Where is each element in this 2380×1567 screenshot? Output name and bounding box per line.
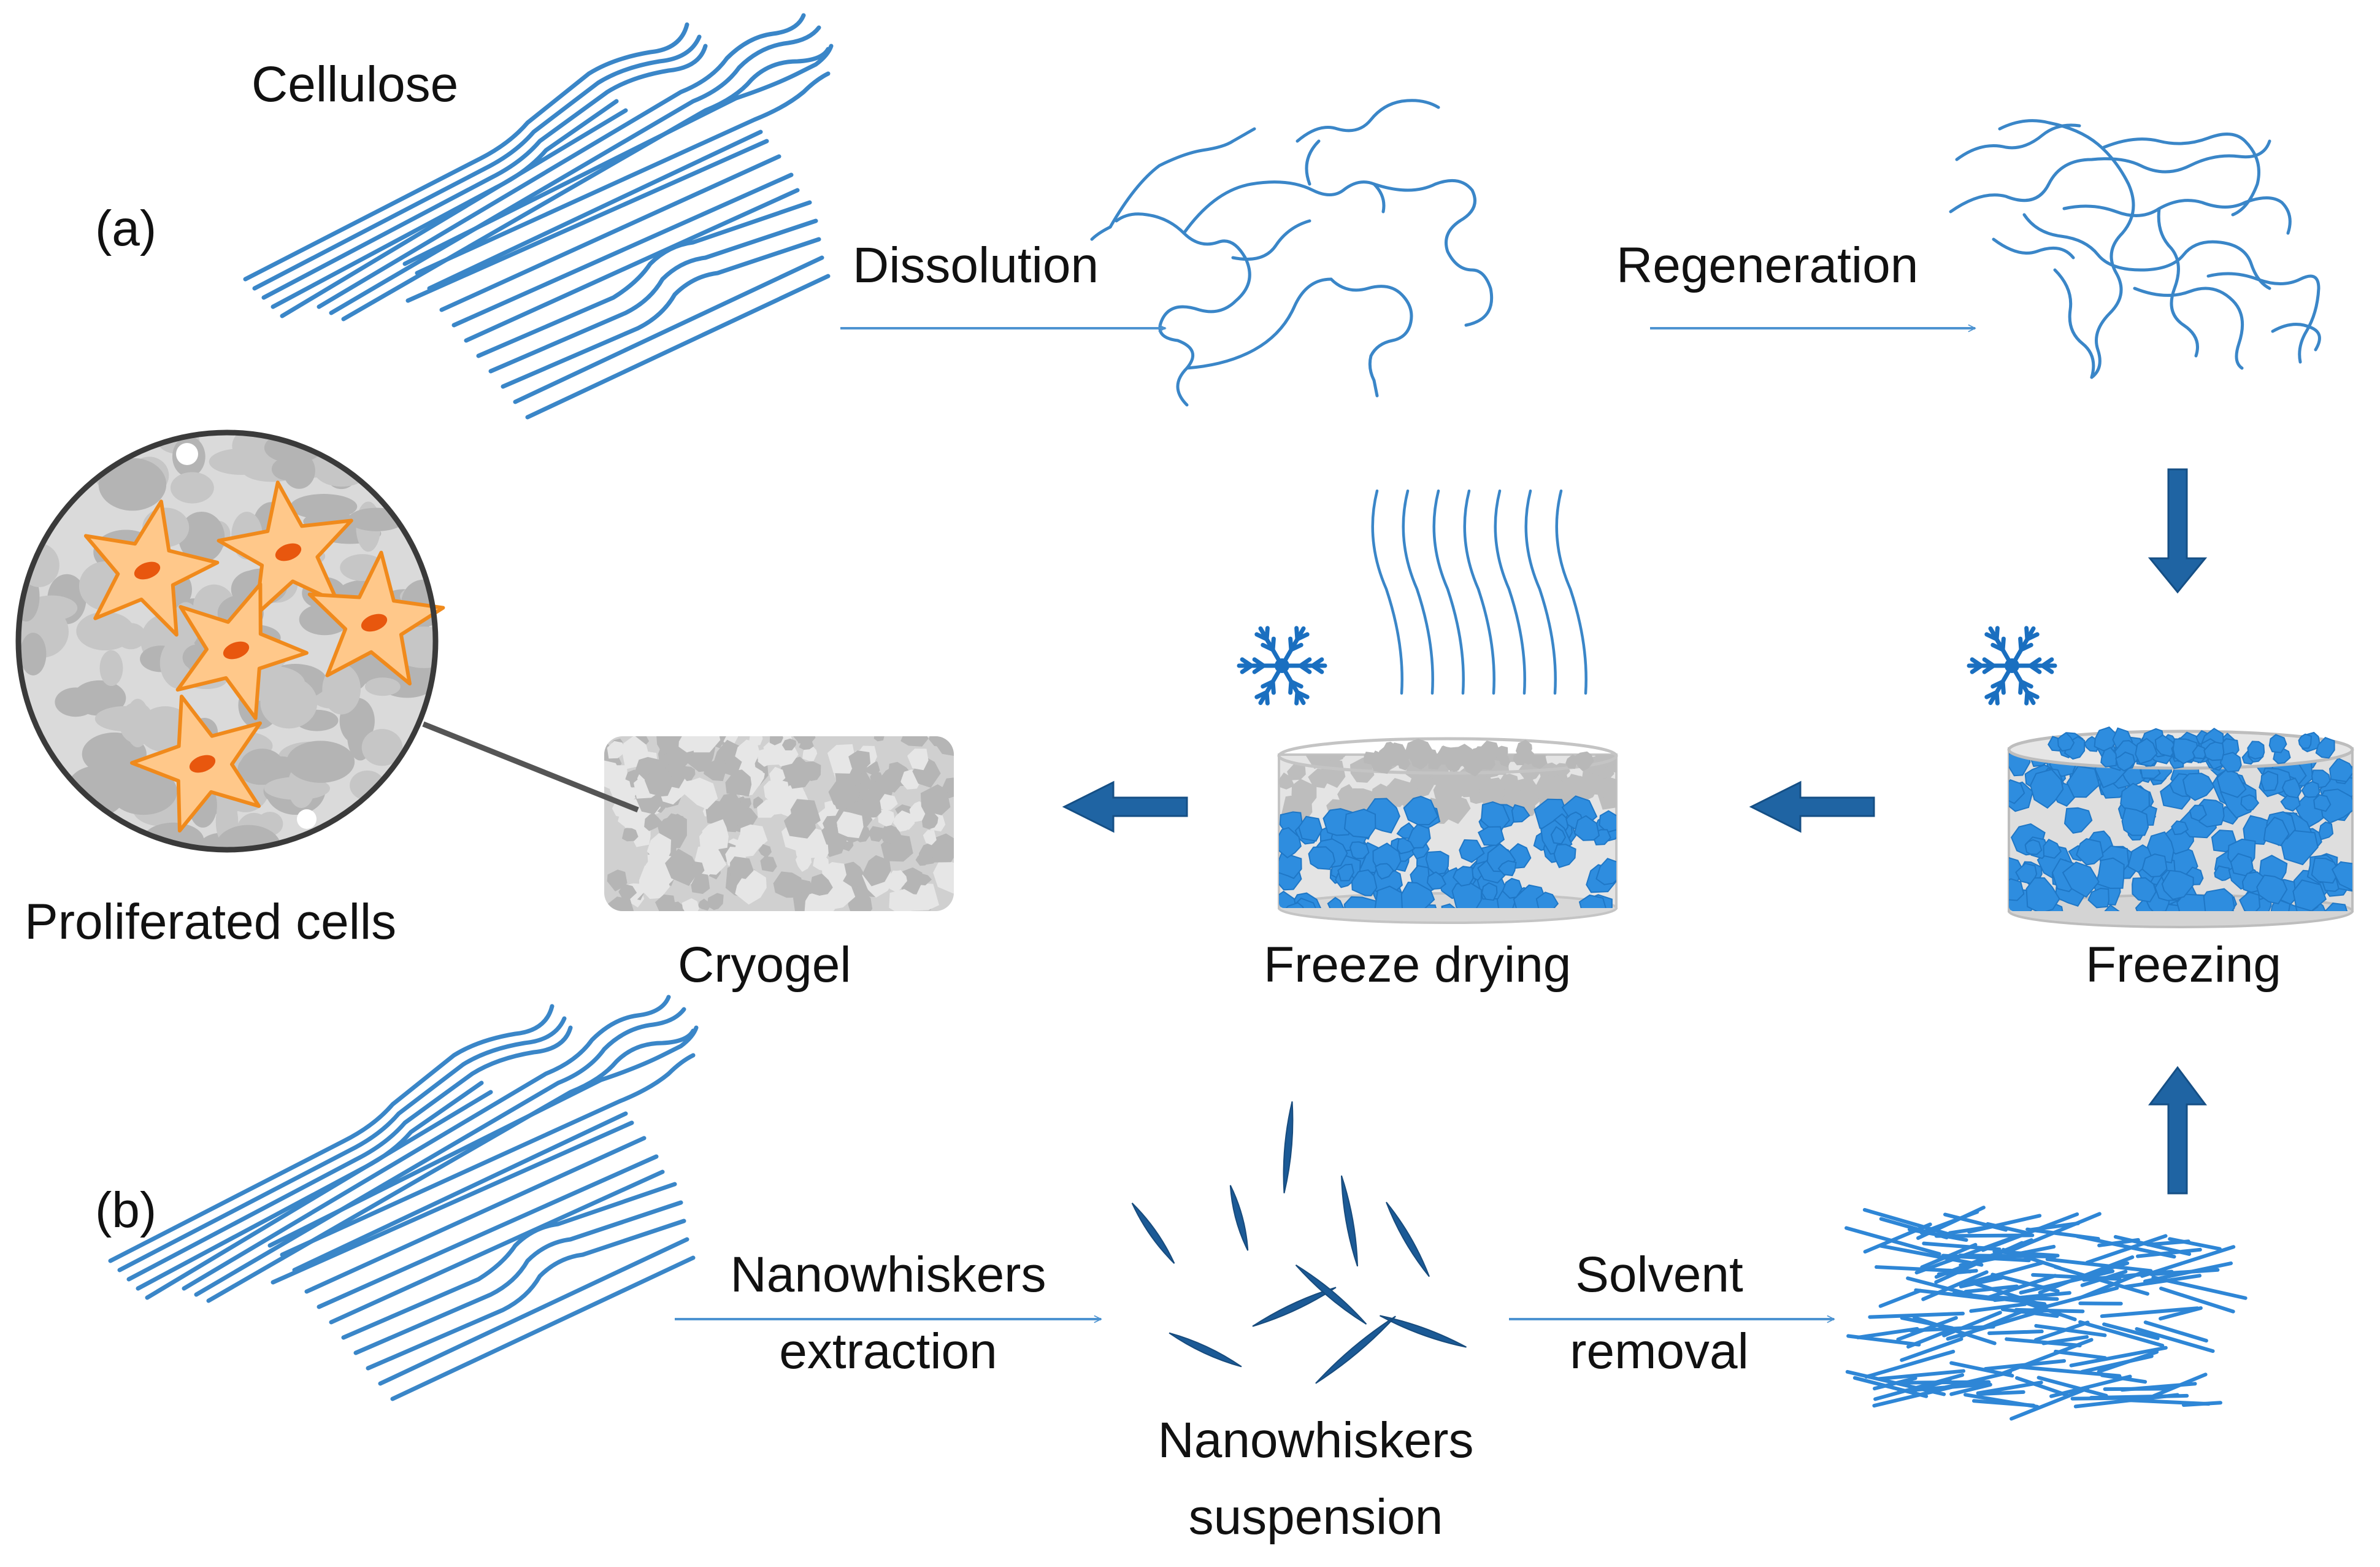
nanowhisker	[1383, 1201, 1432, 1279]
regenerated-network	[1951, 121, 2319, 377]
nanowhisker	[1129, 1201, 1177, 1266]
proliferated-cells-magnifier	[13, 424, 638, 869]
nanowhiskers-suspension-label-line2: suspension	[1189, 1489, 1443, 1545]
nanowhisker	[1313, 1314, 1397, 1386]
regeneration-label: Regeneration	[1616, 237, 1918, 293]
freeze-drying-container	[1272, 730, 1627, 931]
arrow-down-to-freezing	[2150, 469, 2205, 592]
panel-a-label: (a)	[95, 201, 156, 256]
nanowhisker	[1294, 1263, 1368, 1327]
freezing-container	[2000, 722, 2363, 928]
arrow-left-to-freeze-drying	[1751, 782, 1874, 831]
nanowhiskers-extraction-label-line1: Nanowhiskers	[731, 1247, 1046, 1303]
freeze-drying-label: Freeze drying	[1264, 937, 1571, 993]
snowflake-icon	[1969, 628, 2055, 703]
cellulose-fibers-b	[110, 997, 696, 1399]
nanowhisker	[1338, 1175, 1361, 1267]
nanowhisker	[1168, 1330, 1243, 1370]
vapor-lines	[1373, 491, 1586, 693]
nanowhisker	[1281, 1101, 1296, 1193]
cellulose-label: Cellulose	[251, 56, 458, 112]
snowflake-icon	[1239, 628, 1325, 703]
panel-b-label: (b)	[95, 1182, 156, 1238]
nanowhiskers-extraction-label-line2: extraction	[779, 1323, 997, 1379]
nanowhiskers-suspension-label-line1: Nanowhiskers	[1158, 1412, 1474, 1468]
dissolution-label: Dissolution	[853, 237, 1099, 293]
freezing-label: Freezing	[2086, 937, 2281, 993]
arrow-up-to-freezing	[2150, 1068, 2205, 1193]
dissolved-chains	[1092, 101, 1492, 405]
proliferated-cells-label: Proliferated cells	[25, 894, 396, 950]
solvent-removal-label-line1: Solvent	[1575, 1247, 1743, 1303]
arrow-left-to-cryogel	[1064, 782, 1187, 831]
nanowhisker	[1227, 1184, 1251, 1251]
cryogel-label: Cryogel	[678, 937, 851, 993]
nanowhisker-mat	[1846, 1207, 2246, 1419]
cryogel-sponge	[586, 720, 965, 924]
solvent-removal-label-line2: removal	[1570, 1323, 1749, 1379]
nanowhiskers-suspension	[1129, 1101, 1467, 1386]
